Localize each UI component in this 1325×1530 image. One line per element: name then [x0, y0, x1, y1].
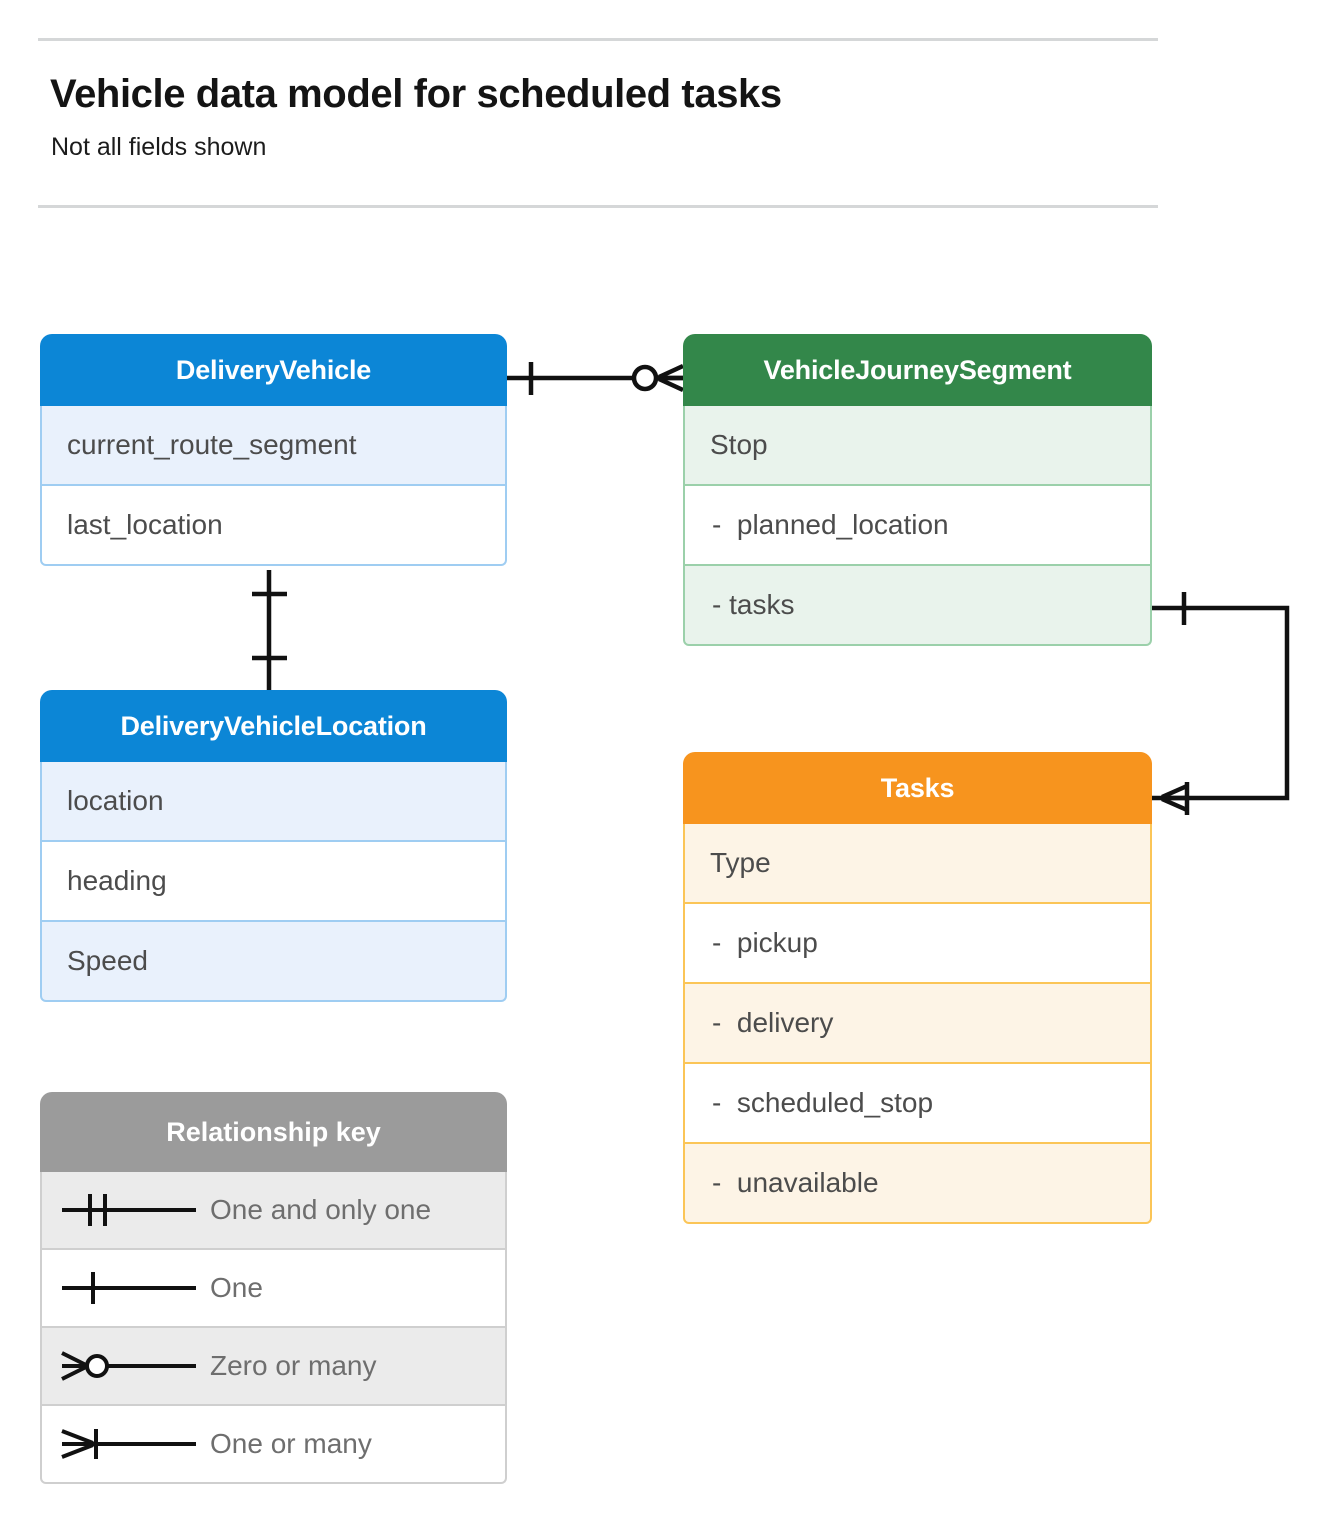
entity-field-row: - unavailable	[683, 1144, 1152, 1224]
one-or-many-icon	[42, 1422, 210, 1466]
legend-row: One and only one	[40, 1172, 507, 1250]
one-icon	[42, 1266, 210, 1310]
zero-or-many-icon	[42, 1344, 210, 1388]
page-subtitle: Not all fields shown	[51, 133, 267, 161]
one-and-only-one-icon	[42, 1188, 210, 1232]
page-title: Vehicle data model for scheduled tasks	[50, 72, 782, 116]
entity-delivery-vehicle[interactable]: DeliveryVehicle current_route_segment la…	[40, 334, 507, 566]
entity-vehicle-journey-segment[interactable]: VehicleJourneySegment Stop - planned_loc…	[683, 334, 1152, 646]
entity-header-tasks: Tasks	[683, 752, 1152, 824]
entity-field-row: - delivery	[683, 984, 1152, 1064]
entity-tasks[interactable]: Tasks Type - pickup - delivery - schedul…	[683, 752, 1152, 1224]
legend-label: One or many	[210, 1428, 372, 1459]
entity-field-row: - planned_location	[683, 486, 1152, 566]
entity-header-delivery-vehicle-location: DeliveryVehicleLocation	[40, 690, 507, 762]
legend-row: One or many	[40, 1406, 507, 1484]
entity-field-row: Stop	[683, 406, 1152, 486]
legend-label: One	[210, 1272, 263, 1303]
top-divider	[38, 38, 1158, 41]
entity-field-row: Type	[683, 824, 1152, 904]
entity-field-row: heading	[40, 842, 507, 922]
legend-label: One and only one	[210, 1194, 432, 1225]
bottom-divider	[38, 205, 1158, 208]
legend-label: Zero or many	[210, 1350, 377, 1381]
entity-field-row: location	[40, 762, 507, 842]
entity-field-row: - scheduled_stop	[683, 1064, 1152, 1144]
legend-row: One	[40, 1250, 507, 1328]
legend-row: Zero or many	[40, 1328, 507, 1406]
entity-header-delivery-vehicle: DeliveryVehicle	[40, 334, 507, 406]
legend-title: Relationship key	[40, 1092, 507, 1172]
entity-header-vehicle-journey-segment: VehicleJourneySegment	[683, 334, 1152, 406]
entity-field-row: last_location	[40, 486, 507, 566]
entity-field-row: - tasks	[683, 566, 1152, 646]
entity-field-row: Speed	[40, 922, 507, 1002]
entity-field-row: current_route_segment	[40, 406, 507, 486]
entity-field-row: - pickup	[683, 904, 1152, 984]
relationship-key-legend: Relationship key One and only one One	[40, 1092, 507, 1484]
entity-delivery-vehicle-location[interactable]: DeliveryVehicleLocation location heading…	[40, 690, 507, 1002]
